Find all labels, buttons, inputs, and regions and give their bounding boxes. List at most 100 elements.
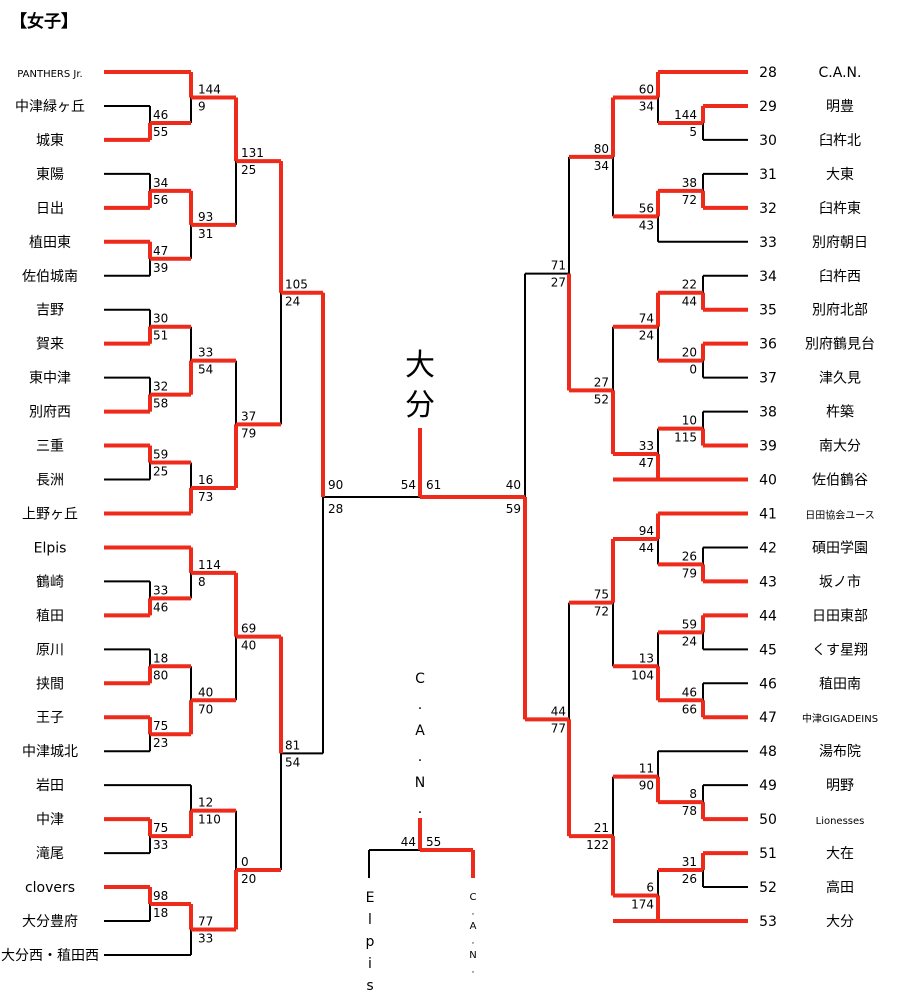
score-r2: 93 (198, 210, 213, 224)
score-r5: 40 (506, 478, 521, 492)
score-r3: 79 (241, 426, 256, 440)
team-name-left: 植田東 (29, 235, 71, 251)
score-r1: 0 (689, 363, 697, 377)
score-r3: 80 (594, 142, 609, 156)
team-number-right: 49 (759, 778, 777, 794)
score-r3: 25 (241, 163, 256, 177)
score-r2: 33 (198, 931, 213, 945)
score-r1: 115 (674, 431, 697, 445)
score-r4: 77 (551, 721, 566, 735)
team-number-right: 46 (759, 676, 777, 692)
score-r2: 104 (631, 668, 654, 682)
score-r2: 34 (639, 99, 654, 113)
score-r3: 34 (594, 159, 609, 173)
team-name-right: くす星翔 (812, 642, 868, 658)
score-r2: 90 (639, 779, 654, 793)
team-number-right: 47 (759, 710, 777, 726)
team-name-left: 鶴崎 (36, 573, 64, 590)
team-number-right: 48 (759, 744, 777, 760)
score-r5: 59 (506, 502, 521, 516)
score-r1: 46 (153, 108, 168, 122)
team-number-right: 29 (759, 99, 777, 115)
score-r1: 32 (153, 380, 168, 394)
score-r2: 40 (198, 685, 213, 699)
third-place-right-team: . (471, 965, 474, 976)
team-name-left: 佐伯城南 (22, 269, 78, 285)
team-name-right: 日田協会ユース (805, 508, 875, 521)
score-r1: 51 (153, 329, 168, 343)
team-name-left: PANTHERS Jr. (17, 69, 82, 80)
team-number-right: 30 (759, 133, 777, 149)
team-name-right: 大在 (826, 846, 854, 862)
team-number-right: 37 (759, 371, 777, 387)
score-r1: 46 (682, 685, 697, 699)
team-name-right: 明野 (826, 778, 854, 794)
team-name-left: 日出 (36, 201, 64, 217)
score-r1: 26 (682, 872, 697, 886)
score-r3: 20 (241, 872, 256, 886)
score-r1: 98 (153, 889, 168, 903)
team-name-left: 大分西・稙田西 (1, 947, 99, 964)
score-r1: 18 (153, 906, 168, 920)
score-r2: 31 (198, 227, 213, 241)
team-name-left: 岩田 (36, 778, 64, 794)
team-number-right: 42 (759, 540, 777, 556)
third-place-left-team: s (366, 978, 373, 994)
score-r1: 79 (682, 566, 697, 580)
score-r4: 81 (285, 738, 300, 752)
team-name-left: 王子 (36, 710, 64, 726)
team-number-right: 40 (759, 473, 777, 489)
team-name-right: 佐伯鶴谷 (812, 472, 868, 489)
score-r2: 6 (646, 881, 654, 895)
bracket-title: 【女子】 (10, 11, 78, 32)
score-r2: 16 (198, 473, 213, 487)
team-number-right: 53 (759, 914, 777, 930)
team-name-left: Elpis (34, 540, 67, 556)
score-r1: 25 (153, 465, 168, 479)
team-name-left: 中津 (36, 812, 64, 828)
third-place-score: 55 (426, 835, 441, 849)
score-r5: 90 (328, 478, 343, 492)
team-number-right: 36 (759, 337, 777, 353)
team-name-left: 東中津 (29, 371, 71, 387)
team-number-right: 28 (759, 65, 777, 81)
champion-name: 分 (405, 388, 435, 423)
third-place-label: . (418, 801, 422, 817)
score-r2: 56 (639, 201, 654, 215)
team-name-right: 明豊 (826, 99, 854, 115)
score-r1: 72 (682, 193, 697, 207)
score-r2: 47 (639, 456, 654, 470)
third-place-label: N (415, 775, 425, 791)
score-r1: 26 (682, 549, 697, 563)
score-r2: 9 (198, 99, 206, 113)
score-r1: 78 (682, 804, 697, 818)
score-r1: 56 (153, 193, 168, 207)
score-r1: 39 (153, 261, 168, 275)
score-r1: 22 (682, 278, 697, 292)
team-name-right: 臼杵北 (819, 133, 861, 149)
final-score: 54 (401, 478, 416, 492)
score-r3: 21 (594, 821, 609, 835)
score-r4: 54 (285, 755, 300, 769)
team-name-right: 稙田南 (819, 675, 861, 692)
team-number-right: 51 (759, 846, 777, 862)
team-number-right: 32 (759, 201, 777, 217)
score-r2: 73 (198, 490, 213, 504)
team-name-right: 別府鶴見台 (805, 336, 875, 353)
score-r2: 77 (198, 914, 213, 928)
score-r2: 144 (198, 82, 221, 96)
score-r1: 55 (153, 125, 168, 139)
team-name-right: 臼杵西 (819, 269, 861, 285)
score-r1: 59 (153, 448, 168, 462)
score-r2: 114 (198, 558, 221, 572)
score-r2: 33 (198, 346, 213, 360)
score-r3: 122 (586, 838, 609, 852)
score-r5: 28 (328, 502, 343, 516)
score-r2: 60 (639, 82, 654, 96)
bracket-lines-winner (104, 70, 748, 932)
score-r1: 144 (674, 108, 697, 122)
third-place-left-team: i (368, 956, 372, 972)
team-name-right: 別府朝日 (812, 235, 868, 251)
team-name-right: C.A.N. (819, 65, 862, 81)
